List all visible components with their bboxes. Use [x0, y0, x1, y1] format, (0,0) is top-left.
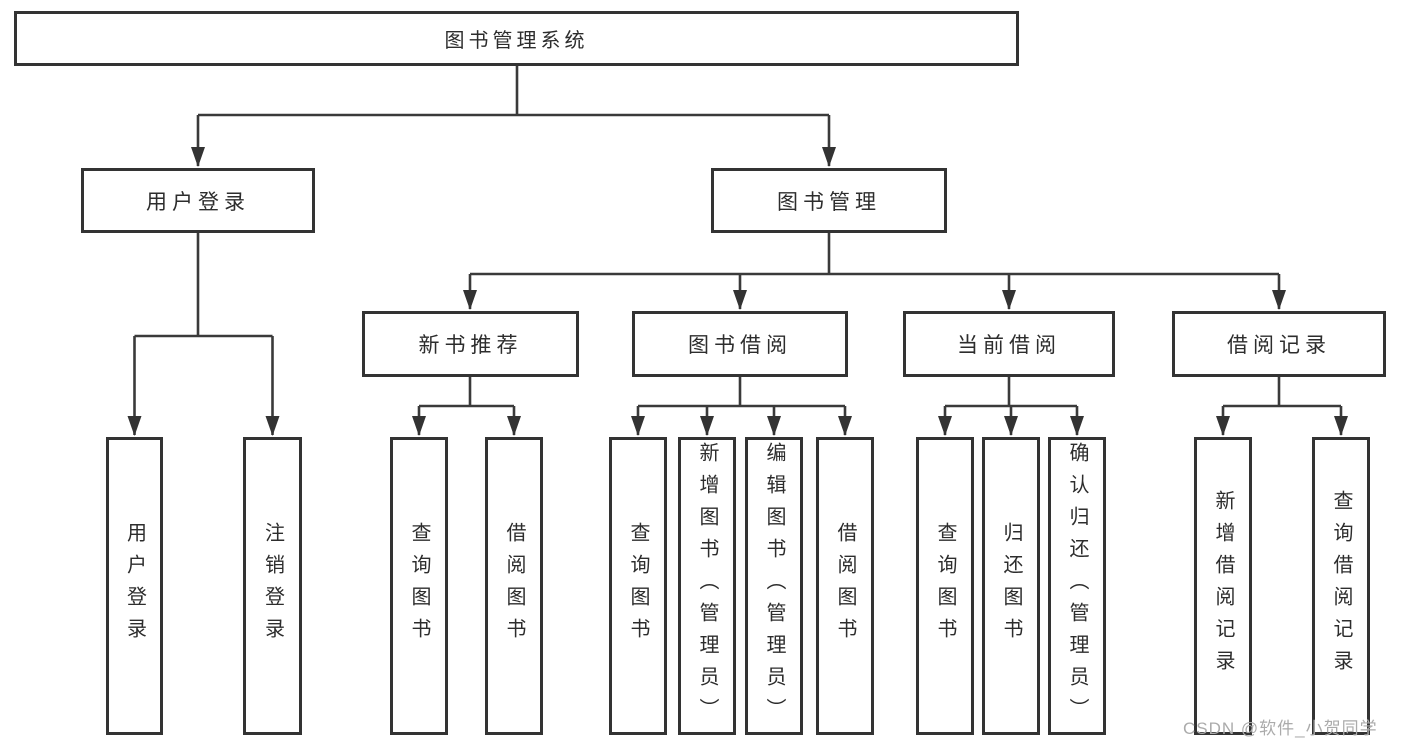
node-leaf-bb-query-book: 查询图书: [609, 437, 667, 735]
node-leaf-cb-confirm-return-admin-label: 确认归还（管理员）: [1066, 442, 1088, 730]
node-leaf-logout-label: 注销登录: [261, 522, 284, 650]
node-leaf-bb-edit-book-admin: 编辑图书（管理员）: [745, 437, 803, 735]
node-leaf-nb-borrow-book: 借阅图书: [485, 437, 543, 735]
node-leaf-user-login-label: 用户登录: [123, 522, 146, 650]
node-book-borrow-label: 图书借阅: [688, 334, 792, 357]
node-leaf-nb-query-book: 查询图书: [390, 437, 448, 735]
node-leaf-bb-add-book-admin: 新增图书（管理员）: [678, 437, 736, 735]
node-leaf-nb-query-book-label: 查询图书: [408, 522, 430, 650]
node-leaf-bb-add-book-admin-label: 新增图书（管理员）: [696, 442, 718, 730]
node-leaf-nb-borrow-book-label: 借阅图书: [503, 522, 525, 650]
node-book-management-label: 图书管理: [777, 190, 881, 214]
node-leaf-cb-query-book-label: 查询图书: [934, 522, 956, 650]
node-root-label: 图书管理系统: [444, 30, 589, 52]
node-borrow-records: 借阅记录: [1172, 311, 1386, 377]
node-user-login: 用户登录: [81, 168, 315, 233]
node-book-borrow: 图书借阅: [632, 311, 848, 377]
node-leaf-br-add-record: 新增借阅记录: [1194, 437, 1252, 735]
node-leaf-br-query-record-label: 查询借阅记录: [1330, 490, 1352, 682]
node-leaf-bb-query-book-label: 查询图书: [627, 522, 649, 650]
node-leaf-cb-query-book: 查询图书: [916, 437, 974, 735]
node-leaf-cb-return-book: 归还图书: [982, 437, 1040, 735]
node-current-borrow-label: 当前借阅: [957, 334, 1061, 357]
node-borrow-records-label: 借阅记录: [1227, 334, 1331, 357]
node-root: 图书管理系统: [14, 11, 1019, 66]
node-leaf-br-query-record: 查询借阅记录: [1312, 437, 1370, 735]
node-book-management: 图书管理: [711, 168, 947, 233]
node-leaf-cb-return-book-label: 归还图书: [1000, 522, 1022, 650]
node-leaf-bb-borrow-book: 借阅图书: [816, 437, 874, 735]
node-leaf-user-login: 用户登录: [106, 437, 163, 735]
node-leaf-br-add-record-label: 新增借阅记录: [1212, 490, 1234, 682]
node-leaf-cb-confirm-return-admin: 确认归还（管理员）: [1048, 437, 1106, 735]
node-leaf-bb-edit-book-admin-label: 编辑图书（管理员）: [763, 442, 785, 730]
node-user-login-label: 用户登录: [146, 190, 250, 214]
node-new-book-recommend: 新书推荐: [362, 311, 579, 377]
node-new-book-recommend-label: 新书推荐: [418, 334, 523, 357]
node-leaf-bb-borrow-book-label: 借阅图书: [834, 522, 856, 650]
node-current-borrow: 当前借阅: [903, 311, 1115, 377]
watermark: CSDN @软件_小贺同学: [1183, 719, 1378, 738]
node-leaf-logout: 注销登录: [243, 437, 302, 735]
